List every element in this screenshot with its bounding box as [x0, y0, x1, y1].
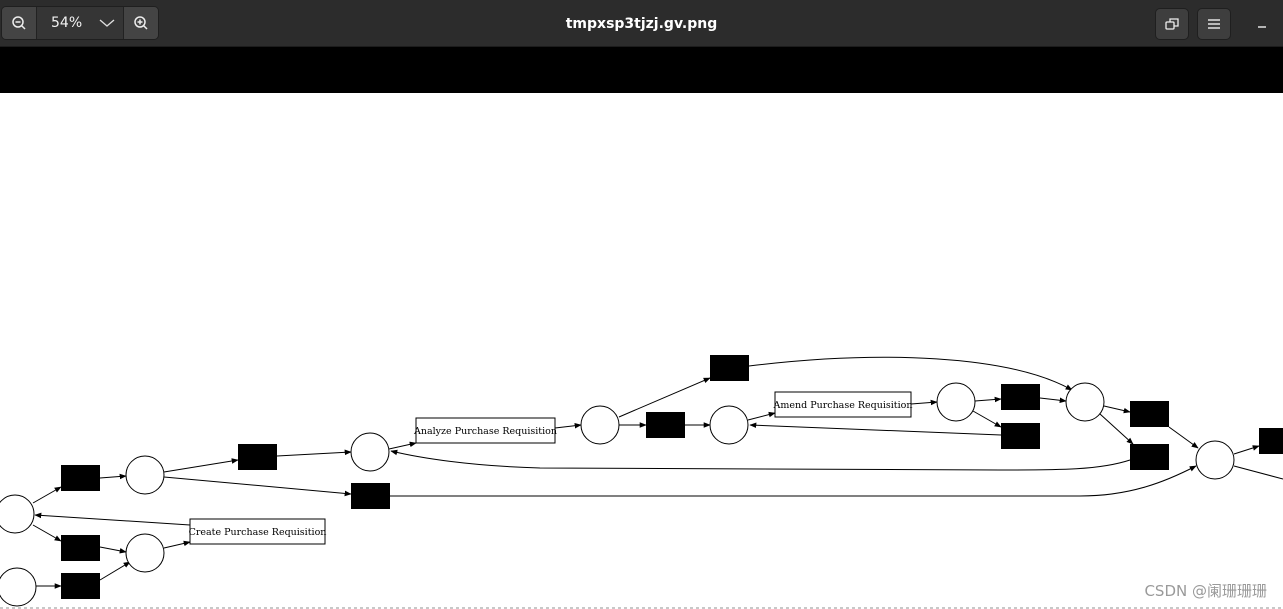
image-canvas[interactable]: Analyze Purchase Requisition Amend Purch…	[0, 93, 1283, 609]
main-menu-button[interactable]	[1197, 8, 1231, 40]
restore-view-button[interactable]	[1155, 8, 1189, 40]
title-bar: 54% tmpxsp3tjzj.gv.png	[0, 0, 1283, 47]
petri-net-diagram: Analyze Purchase Requisition Amend Purch…	[0, 355, 1283, 607]
window-title: tmpxsp3tjzj.gv.png	[565, 15, 718, 32]
diagram-edges	[32, 356, 1260, 589]
chevron-down-icon	[99, 19, 115, 27]
transition-create: Create Purchase Requisition	[189, 518, 327, 545]
zoom-in-button[interactable]	[123, 7, 158, 39]
minimize-button[interactable]	[1246, 8, 1278, 40]
transition-create-label: Create Purchase Requisition	[189, 527, 327, 538]
zoom-level-dropdown[interactable]: 54%	[37, 7, 123, 39]
transition-amend: Amend Purchase Requisition	[772, 391, 913, 418]
silent-transitions	[61, 355, 1283, 599]
edge-offscreen	[1233, 465, 1283, 480]
minimize-icon	[1258, 26, 1266, 28]
watermark-text: CSDN @阑珊珊珊	[1144, 582, 1267, 600]
zoom-in-icon	[134, 16, 148, 30]
hamburger-menu-icon	[1208, 19, 1220, 29]
transition-analyze-label: Analyze Purchase Requisition	[413, 426, 557, 437]
zoom-level-text: 54%	[51, 15, 83, 31]
image-bottom-edge	[0, 607, 1283, 609]
zoom-control: 54%	[1, 6, 159, 40]
zoom-out-button[interactable]	[2, 7, 37, 39]
places	[0, 382, 1235, 607]
zoom-out-icon	[12, 16, 26, 30]
image-top-band	[0, 47, 1283, 93]
restore-view-icon	[1165, 18, 1179, 30]
transition-analyze: Analyze Purchase Requisition	[413, 417, 557, 444]
transition-amend-label: Amend Purchase Requisition	[772, 400, 912, 411]
